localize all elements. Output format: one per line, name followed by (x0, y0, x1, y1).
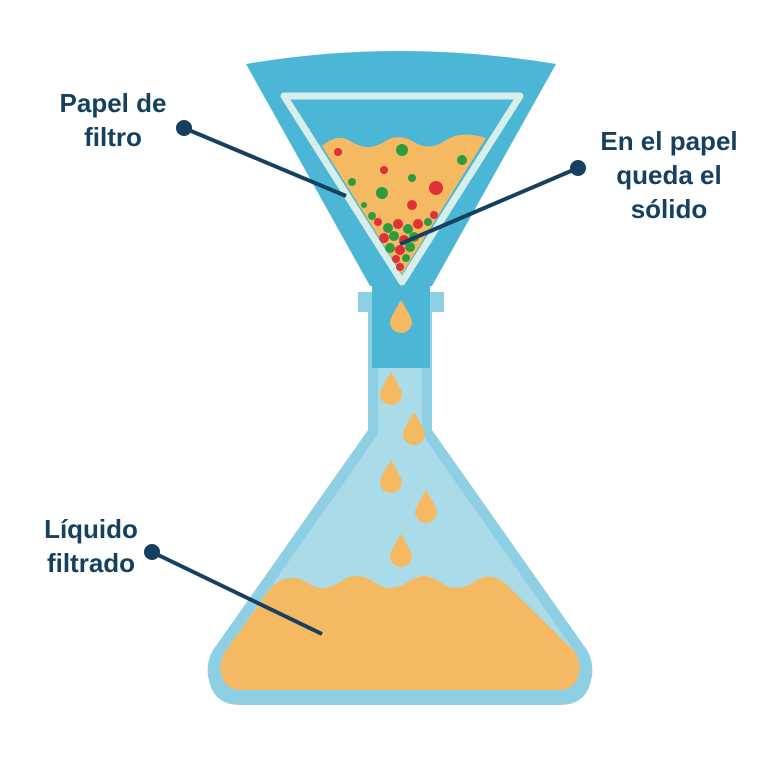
drop-4 (380, 460, 402, 493)
label-filtered-liquid-line1: Líquido (44, 514, 138, 544)
pointer-filtered-liquid (144, 544, 323, 636)
drop-2 (380, 372, 402, 405)
label-solid-line2: queda el (616, 160, 722, 190)
pointer-filter-paper (176, 120, 347, 198)
drop-1 (390, 300, 412, 333)
label-filter-paper-line2: filtro (84, 122, 142, 152)
label-solid-line3: sólido (630, 194, 708, 224)
label-filter-paper-line1: Papel de (59, 88, 167, 118)
funnel-liquid (322, 134, 486, 274)
label-solid-line1: En el papel (600, 126, 738, 156)
label-filtered-liquid: Líquido filtrado (36, 512, 146, 580)
drop-5 (415, 490, 437, 523)
filtered-liquid (220, 576, 580, 690)
label-filtered-liquid-line2: filtrado (46, 548, 136, 578)
floating-particles (334, 144, 467, 210)
drop-3 (403, 412, 425, 445)
pointer-solid (399, 160, 586, 246)
label-filter-paper: Papel de filtro (52, 86, 174, 154)
filter-paper (280, 92, 524, 286)
label-solid: En el papel queda el sólido (594, 124, 744, 226)
drop-6 (390, 534, 412, 567)
